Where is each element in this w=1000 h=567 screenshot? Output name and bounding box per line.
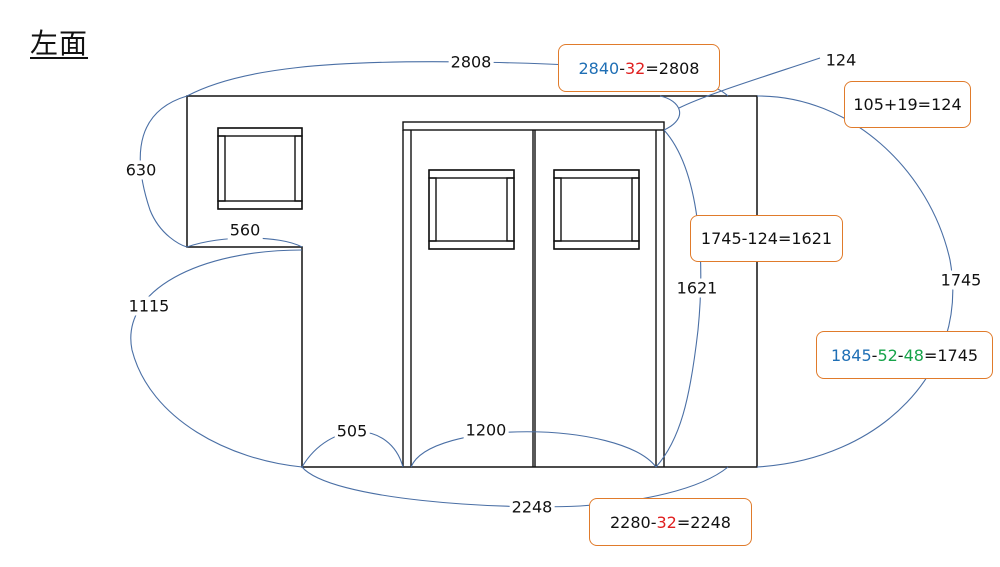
door-window-right	[553, 169, 640, 250]
calc-segment: =1745	[923, 345, 979, 365]
calc-segment: 2280	[610, 512, 651, 532]
dim-top-right: 124	[823, 50, 859, 70]
calc-box-door: 1745-124=1621	[690, 215, 843, 262]
calc-segment: 48	[903, 345, 924, 365]
dim-left-height: 630	[123, 160, 159, 180]
calc-segment: -	[619, 58, 625, 78]
curve-bottom-width	[301, 466, 729, 508]
curve-left-lower	[130, 249, 303, 468]
calc-box-height: 1845-52-48=1745	[816, 331, 993, 379]
dim-gap: 505	[334, 421, 370, 441]
calc-segment: -	[897, 345, 904, 365]
upper-left-window	[217, 127, 303, 210]
curve-right-height	[756, 95, 954, 468]
dim-door-height: 1621	[674, 278, 720, 298]
calc-segment: 105+19=124	[853, 95, 962, 114]
calc-segment: -	[871, 345, 878, 365]
door-window-left	[428, 169, 515, 250]
calc-segment: 1745-124=1621	[700, 229, 833, 248]
calc-segment: 2840	[578, 58, 620, 78]
calc-segment: 32	[656, 512, 677, 532]
dim-total-width: 2808	[448, 52, 494, 72]
dim-left-lower: 1115	[126, 296, 172, 316]
curve-left-height	[139, 95, 188, 248]
calc-segment: =2248	[676, 512, 731, 532]
dim-left-width: 560	[227, 220, 263, 240]
curve-top-right	[678, 57, 821, 109]
dim-bottom-width: 2248	[509, 497, 555, 517]
calc-segment: 32	[625, 58, 646, 78]
calc-segment: 52	[877, 345, 898, 365]
double-door	[402, 121, 665, 467]
curve-door-width	[410, 431, 657, 468]
calc-segment: -	[650, 512, 657, 532]
dim-right-height: 1745	[938, 270, 984, 290]
calc-box-width: 2840-32=2808	[558, 44, 720, 92]
dim-door-width: 1200	[463, 420, 509, 440]
curve-door-height	[655, 129, 702, 468]
curve-top-hook	[659, 95, 681, 131]
wall-outline	[186, 95, 758, 468]
page-title: 左面	[30, 27, 89, 60]
calc-segment: 1845	[830, 345, 872, 365]
calc-segment: =2808	[645, 58, 700, 78]
calc-box-bottom: 2280-32=2248	[589, 498, 752, 546]
calc-box-top: 105+19=124	[844, 81, 971, 128]
